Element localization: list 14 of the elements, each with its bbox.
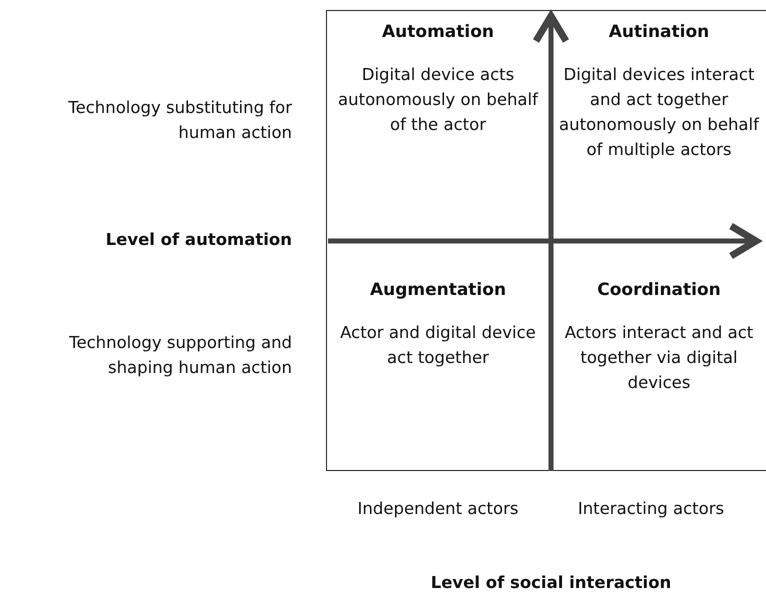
axis-title: Level of automation bbox=[104, 229, 292, 251]
axis-level-label: Technology supporting and shaping human action bbox=[68, 332, 292, 379]
axis-title: Level of social interaction bbox=[430, 572, 672, 594]
axis-level-label: Interacting actors bbox=[576, 498, 726, 520]
quadrant-title: Automation bbox=[381, 21, 495, 44]
quadrant-description: Actor and digital device act together bbox=[339, 322, 537, 369]
axis-level-label: Technology substituting for human action bbox=[67, 97, 292, 144]
quadrant-description: Digital devices interact and act together autonomously on behalf of multiple actors bbox=[559, 64, 759, 161]
quadrant-title: Autination bbox=[608, 21, 710, 44]
quadrant-title: Augmentation bbox=[368, 279, 508, 302]
axis-level-label: Independent actors bbox=[356, 498, 520, 520]
quadrant-description: Actors interact and act together via digital devices bbox=[564, 322, 754, 394]
quadrant-description: Digital device acts autonomously on behalf of the actor bbox=[337, 64, 540, 136]
quadrant-title: Coordination bbox=[596, 279, 722, 302]
